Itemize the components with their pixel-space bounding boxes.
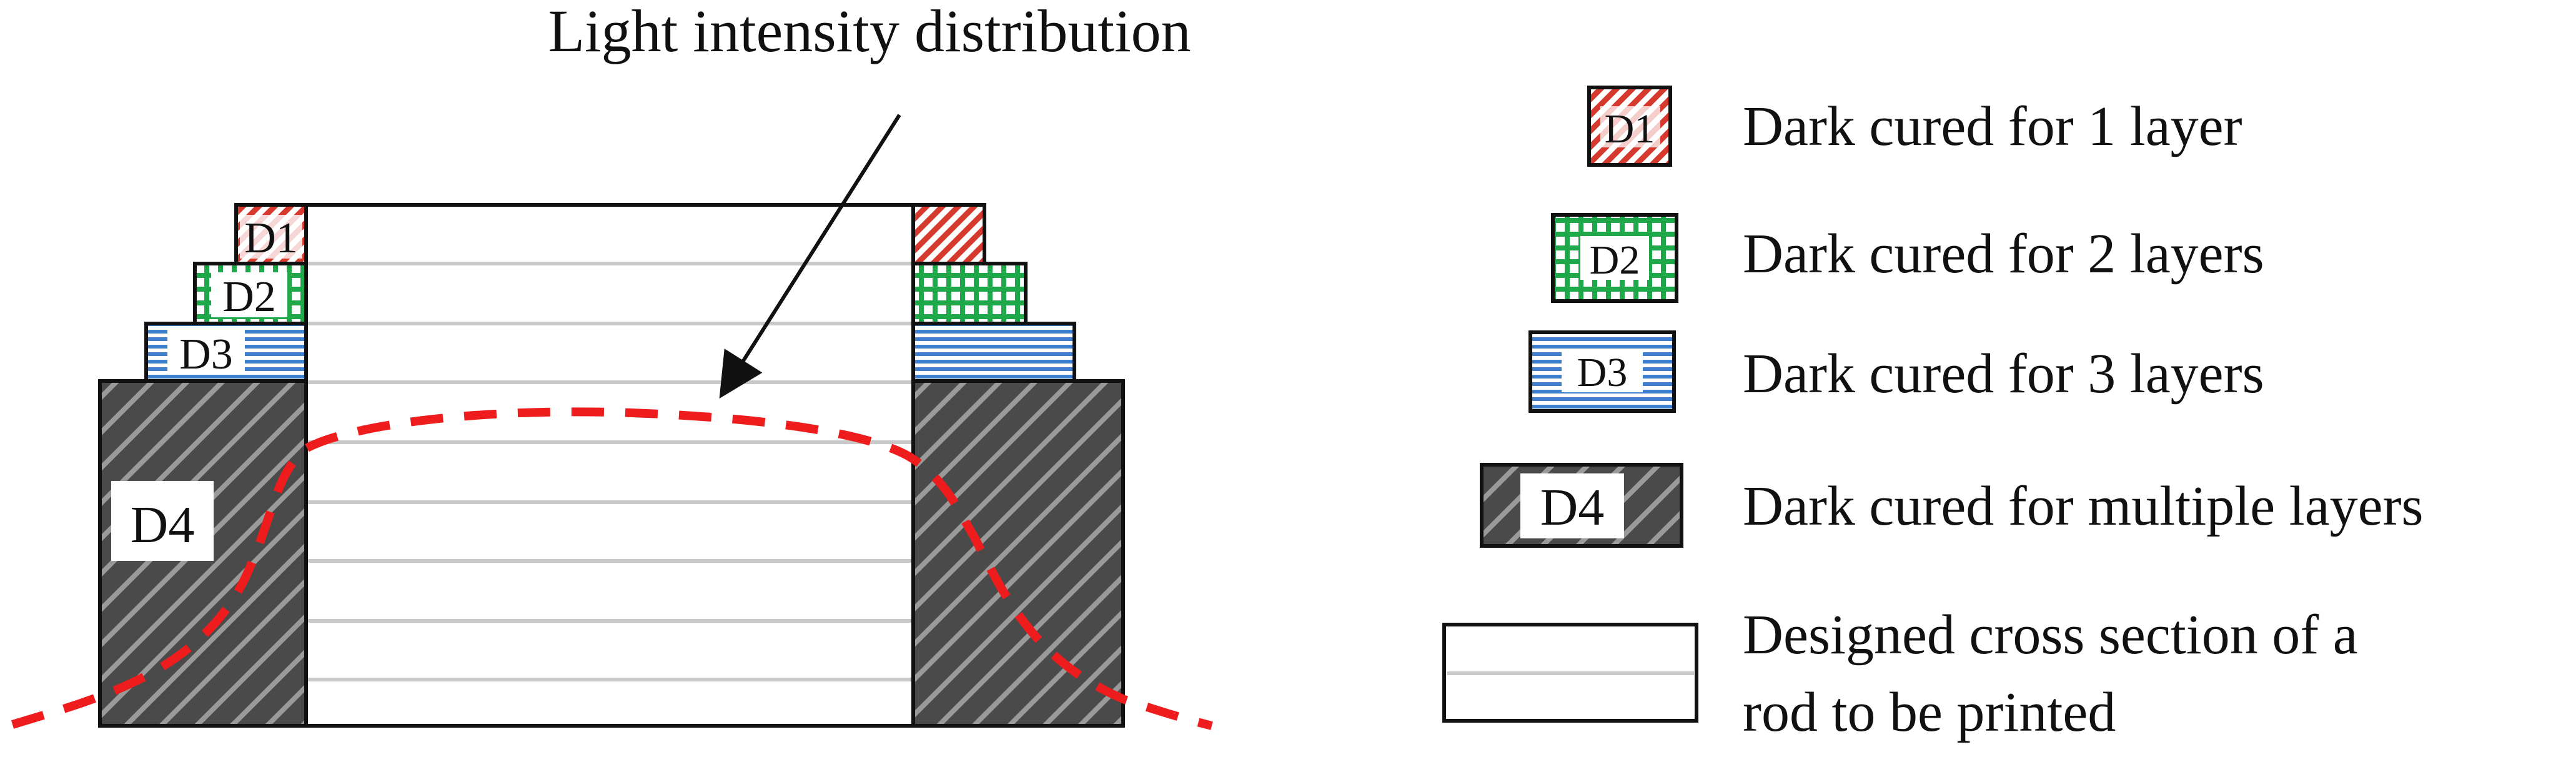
legend-d4-text: Dark cured for multiple layers bbox=[1743, 475, 2424, 537]
d1-block-right bbox=[911, 203, 986, 265]
legend-designed-text-line1: Designed cross section of a bbox=[1743, 604, 2358, 666]
d2-label: D2 bbox=[222, 273, 276, 321]
designed-cross-section bbox=[304, 203, 915, 728]
light-intensity-curve bbox=[11, 407, 1213, 730]
d4-label: D4 bbox=[131, 496, 195, 554]
d4-label-bg bbox=[111, 481, 214, 561]
layer-lines bbox=[306, 262, 913, 681]
legend-d4-code: D4 bbox=[1540, 478, 1605, 537]
legend-d2-text: Dark cured for 2 layers bbox=[1743, 223, 2264, 285]
legend-d1-text: Dark cured for 1 layer bbox=[1743, 96, 2242, 157]
legend-d1-code: D1 bbox=[1605, 106, 1655, 152]
legend-d3-code: D3 bbox=[1577, 350, 1628, 395]
legend-d3-label-bg bbox=[1562, 349, 1643, 392]
d3-label-bg bbox=[167, 330, 245, 375]
legend-d1-label-bg bbox=[1600, 106, 1660, 147]
diagram-title: Light intensity distribution bbox=[548, 0, 1191, 64]
legend: D1 Dark cured for 1 layer D2 Dark cured … bbox=[1442, 86, 2424, 743]
d3-label: D3 bbox=[179, 330, 233, 379]
legend-designed-text-line2: rod to be printed bbox=[1743, 681, 2116, 743]
legend-d4-label-bg bbox=[1520, 473, 1624, 538]
d3-block-right bbox=[911, 322, 1076, 383]
d2-block-right bbox=[911, 262, 1028, 325]
legend-d2-code: D2 bbox=[1590, 237, 1640, 283]
d1-label: D1 bbox=[244, 214, 298, 262]
title-arrow bbox=[719, 114, 901, 399]
legend-d2-label-bg bbox=[1580, 236, 1649, 280]
d1-label-bg bbox=[240, 215, 302, 259]
d4-block-right bbox=[911, 379, 1125, 728]
d2-label-bg bbox=[211, 272, 287, 317]
legend-d3-text: Dark cured for 3 layers bbox=[1743, 343, 2264, 405]
